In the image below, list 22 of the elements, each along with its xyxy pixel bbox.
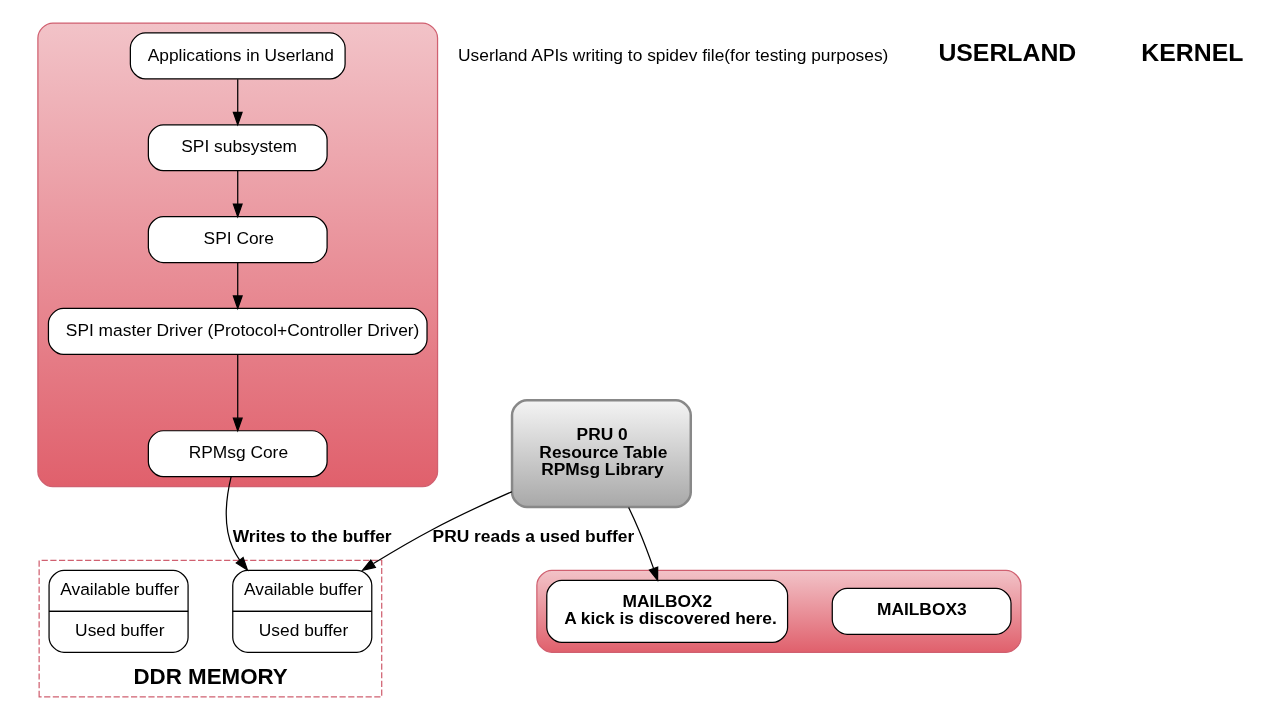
arrow	[360, 491, 512, 572]
arrow	[232, 262, 243, 311]
edge-label: Writes to the buffer	[232, 526, 392, 547]
arrow	[232, 78, 243, 127]
node-box: MAILBOX2 A kick is discovered here.	[545, 579, 788, 643]
cluster	[535, 569, 1022, 653]
node-box: Applications in Userland	[129, 32, 346, 80]
node-box: MAILBOX3	[831, 587, 1012, 635]
edge-label: PRU reads a used buffer	[432, 526, 634, 547]
node-box: SPI Core	[147, 216, 328, 264]
arrow	[225, 476, 249, 572]
label: USERLAND	[937, 38, 1076, 66]
node-box: RPMsg Core	[147, 430, 328, 478]
node-box: SPI subsystem	[147, 124, 328, 172]
label: KERNEL	[1140, 38, 1243, 66]
node-box: SPI master Driver (Protocol+Controller Driver)	[47, 307, 428, 356]
arrow	[232, 170, 243, 219]
arrow	[232, 354, 243, 433]
arrow	[627, 506, 658, 583]
label: Userland APIs writing to spidev file(for testing purposes)	[457, 44, 888, 65]
node-box: PRU 0 Resource Table RPMsg Library	[510, 399, 692, 509]
cluster	[36, 22, 438, 488]
